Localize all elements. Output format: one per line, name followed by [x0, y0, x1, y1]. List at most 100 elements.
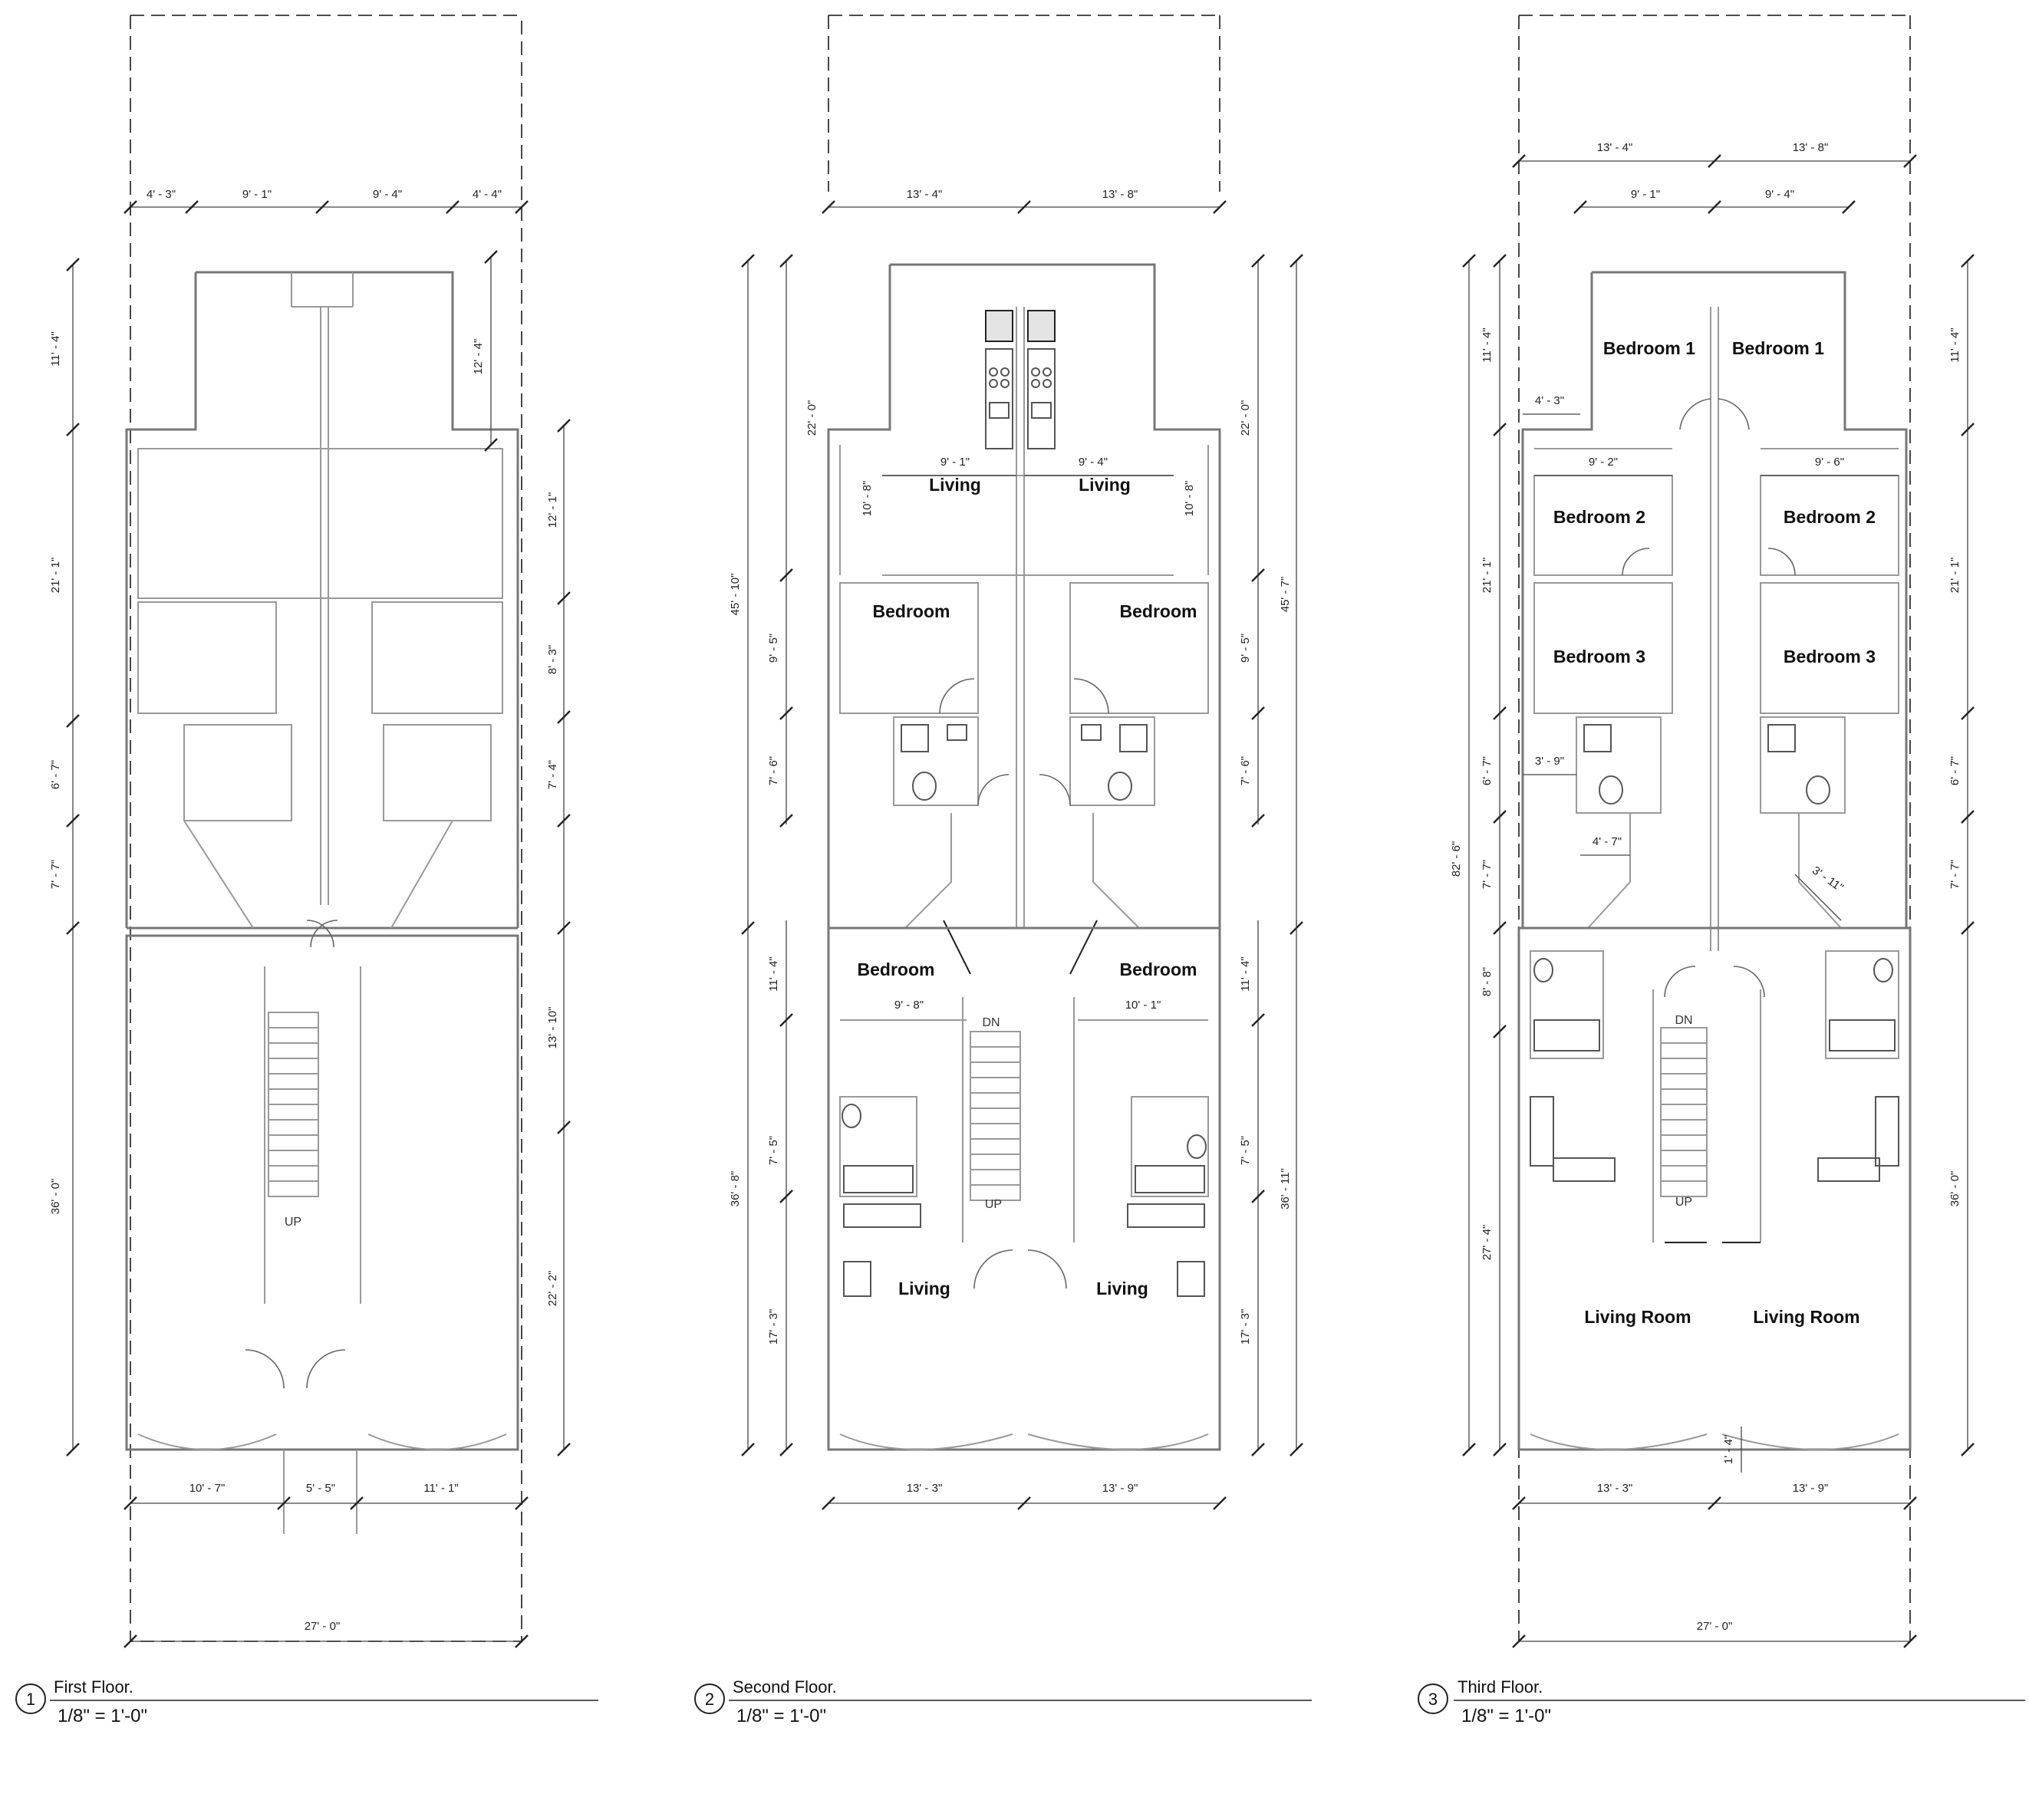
room-label-living-front-left: Living [898, 1279, 950, 1298]
room-label-bedroom-front-right: Bedroom [1120, 959, 1197, 979]
dim-top-3: 9' - 4" [373, 188, 402, 201]
dim-inner-2: 9' - 4" [1079, 456, 1108, 469]
dim-left-7: 11' - 4" [767, 956, 780, 991]
dim-right-1: 11' - 4" [1948, 327, 1961, 362]
room-label-living-room-left: Living Room [1584, 1307, 1691, 1327]
dim-right-4: 7' - 4" [546, 760, 559, 789]
dim-right-9: 17' - 3" [1239, 1309, 1252, 1345]
dim-right-5: 13' - 10" [546, 1007, 559, 1049]
floor-scale: 1/8" = 1'-0" [58, 1706, 147, 1726]
dim-left-1: 45' - 10" [729, 574, 742, 616]
stair-up-label: UP [285, 1216, 301, 1229]
dim-right-2: 12' - 1" [546, 492, 559, 528]
floor-number-circle [15, 1683, 46, 1714]
room-label-bedroom-2-right: Bedroom 2 [1784, 507, 1876, 527]
room-label-living-front-right: Living [1096, 1279, 1148, 1298]
floor-number: 1 [26, 1690, 35, 1709]
dim-right-3: 8' - 3" [546, 645, 559, 674]
dim-left-3: 6' - 7" [49, 760, 62, 789]
dim-bottom-2: 13' - 9" [1793, 1482, 1829, 1495]
dim-inner-5: 4' - 7" [1593, 835, 1622, 848]
second-floor-plan: Living Living Bedroom Bedroom Bedroom Be… [694, 15, 1312, 1726]
dim-left-3: 10' - 8" [861, 481, 874, 517]
dim-left-1: 11' - 4" [1481, 327, 1494, 362]
dim-left-5: 36' - 0" [49, 1179, 62, 1215]
dim-inner-4: 3' - 9" [1535, 755, 1564, 768]
dim-top-4: 4' - 4" [473, 188, 502, 201]
dim-right-4: 9' - 5" [1239, 634, 1252, 663]
dim-right-7: 7' - 5" [1239, 1136, 1252, 1165]
room-label-living-rear-left: Living [929, 475, 981, 495]
dim-right-8: 36' - 11" [1279, 1168, 1292, 1209]
floor-scale: 1/8" = 1'-0" [1461, 1706, 1551, 1726]
dim-right-1: 22' - 0" [1239, 400, 1252, 436]
dim-total: 27' - 0" [1697, 1620, 1733, 1633]
room-label-bedroom-3-left: Bedroom 3 [1553, 647, 1645, 666]
room-label-bedroom-1-left: Bedroom 1 [1603, 338, 1695, 358]
room-label-living-room-right: Living Room [1753, 1307, 1859, 1327]
dim-inner-1: 4' - 3" [1535, 394, 1564, 407]
room-label-bedroom-3-right: Bedroom 3 [1784, 647, 1876, 666]
stair-down-label: DN [982, 1016, 1000, 1029]
dim-left-5: 7' - 6" [767, 756, 780, 785]
floor-title: Second Floor. [733, 1677, 837, 1697]
dim-left-3: 6' - 7" [1481, 756, 1494, 785]
room-label-bedroom-1-right: Bedroom 1 [1732, 338, 1824, 358]
dim-left-9: 17' - 3" [767, 1309, 780, 1345]
dim-left-2: 21' - 1" [1481, 558, 1494, 594]
dim-bottom-1: 10' - 7" [189, 1482, 226, 1495]
dim-top-2: 13' - 8" [1793, 141, 1829, 154]
third-floor-plan: Bedroom 1 Bedroom 1 Bedroom 2 Bedroom 2 … [1418, 15, 2025, 1726]
dim-right-5: 36' - 0" [1948, 1171, 1961, 1207]
dim-right-6: 11' - 4" [1239, 956, 1252, 991]
stair-down-label: DN [1675, 1014, 1692, 1027]
dim-right-6: 22' - 2" [546, 1271, 559, 1307]
dim-top-4: 9' - 4" [1765, 188, 1794, 201]
dim-bottom-2: 13' - 9" [1102, 1482, 1138, 1495]
dim-right-3: 45' - 7" [1279, 577, 1292, 613]
dim-left-1: 11' - 4" [49, 331, 62, 366]
dim-right-4: 7' - 7" [1948, 860, 1961, 889]
dim-top-1: 4' - 3" [147, 188, 176, 201]
dim-bottom-1: 13' - 3" [907, 1482, 943, 1495]
dim-inner-3: 9' - 6" [1815, 456, 1844, 469]
dim-inner-1: 9' - 1" [940, 456, 970, 469]
dim-total: 27' - 0" [305, 1620, 341, 1633]
stair-up-label: UP [985, 1198, 1002, 1211]
dim-left-6: 36' - 8" [729, 1171, 742, 1207]
dim-left-4: 7' - 7" [49, 860, 62, 889]
dim-left-5: 82' - 6" [1450, 841, 1463, 877]
dim-top-1: 13' - 4" [907, 188, 943, 201]
stair-up-label: UP [1675, 1196, 1692, 1209]
dim-inner-7: 1' - 4" [1722, 1435, 1735, 1464]
dim-bottom-1: 13' - 3" [1597, 1482, 1633, 1495]
room-label-bedroom-rear-left: Bedroom [873, 601, 950, 621]
dim-right-3: 6' - 7" [1948, 756, 1961, 785]
dim-top-2: 13' - 8" [1102, 188, 1138, 201]
dim-inner-2: 9' - 2" [1589, 456, 1618, 469]
dim-right-5: 7' - 6" [1239, 756, 1252, 785]
floor-number-circle [1418, 1683, 1448, 1714]
dim-left-7: 27' - 4" [1481, 1225, 1494, 1261]
dim-inner-4: 10' - 1" [1125, 999, 1161, 1012]
room-label-bedroom-rear-right: Bedroom [1120, 601, 1197, 621]
dim-inner-6: 3' - 11" [1810, 864, 1846, 894]
dim-right-2: 21' - 1" [1948, 558, 1961, 594]
dim-left-2: 21' - 1" [49, 558, 62, 594]
room-label-living-rear-right: Living [1079, 475, 1131, 495]
dim-bottom-3: 11' - 1" [423, 1482, 458, 1495]
floor-scale: 1/8" = 1'-0" [736, 1706, 826, 1726]
dim-bottom-2: 5' - 5" [306, 1482, 335, 1495]
dim-right-1: 12' - 4" [472, 339, 485, 375]
floor-number: 2 [705, 1690, 714, 1709]
dim-top-3: 9' - 1" [1631, 188, 1660, 201]
floor-title: Third Floor. [1458, 1677, 1543, 1697]
floor-number: 3 [1428, 1690, 1438, 1709]
room-label-bedroom-2-left: Bedroom 2 [1553, 507, 1645, 527]
dim-top-1: 13' - 4" [1597, 141, 1633, 154]
dim-left-8: 7' - 5" [767, 1136, 780, 1165]
dim-top-2: 9' - 1" [242, 188, 272, 201]
floor-number-circle [694, 1683, 725, 1714]
dim-left-6: 8' - 8" [1481, 967, 1494, 996]
